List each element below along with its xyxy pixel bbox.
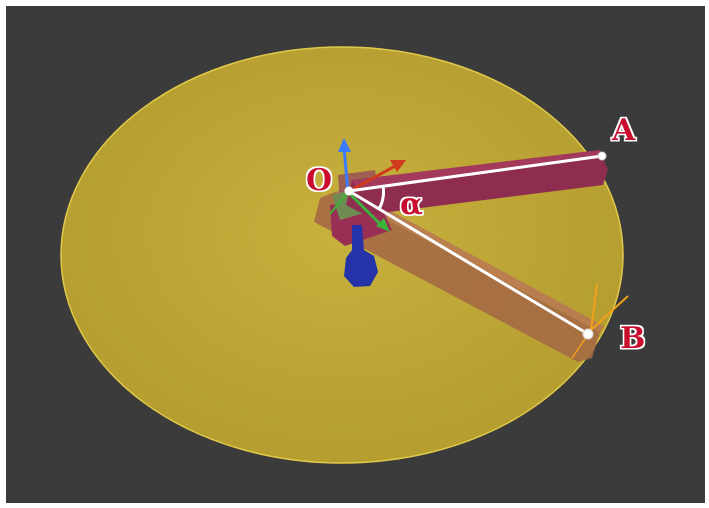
segment-ob — [348, 189, 589, 336]
label-angle: α — [400, 187, 423, 222]
rotating-disc — [60, 46, 624, 464]
segment-oa — [348, 154, 603, 193]
angle-arc — [377, 185, 385, 210]
label-point-b: B — [620, 321, 645, 356]
axis-gizmo-icon — [329, 138, 406, 232]
blue-marker-icon — [344, 225, 378, 287]
bar-a — [346, 150, 608, 215]
point-o — [344, 186, 354, 196]
label-origin: O — [306, 163, 332, 198]
point-a — [597, 151, 607, 161]
point-b — [582, 328, 594, 340]
label-point-a: A — [611, 113, 636, 148]
